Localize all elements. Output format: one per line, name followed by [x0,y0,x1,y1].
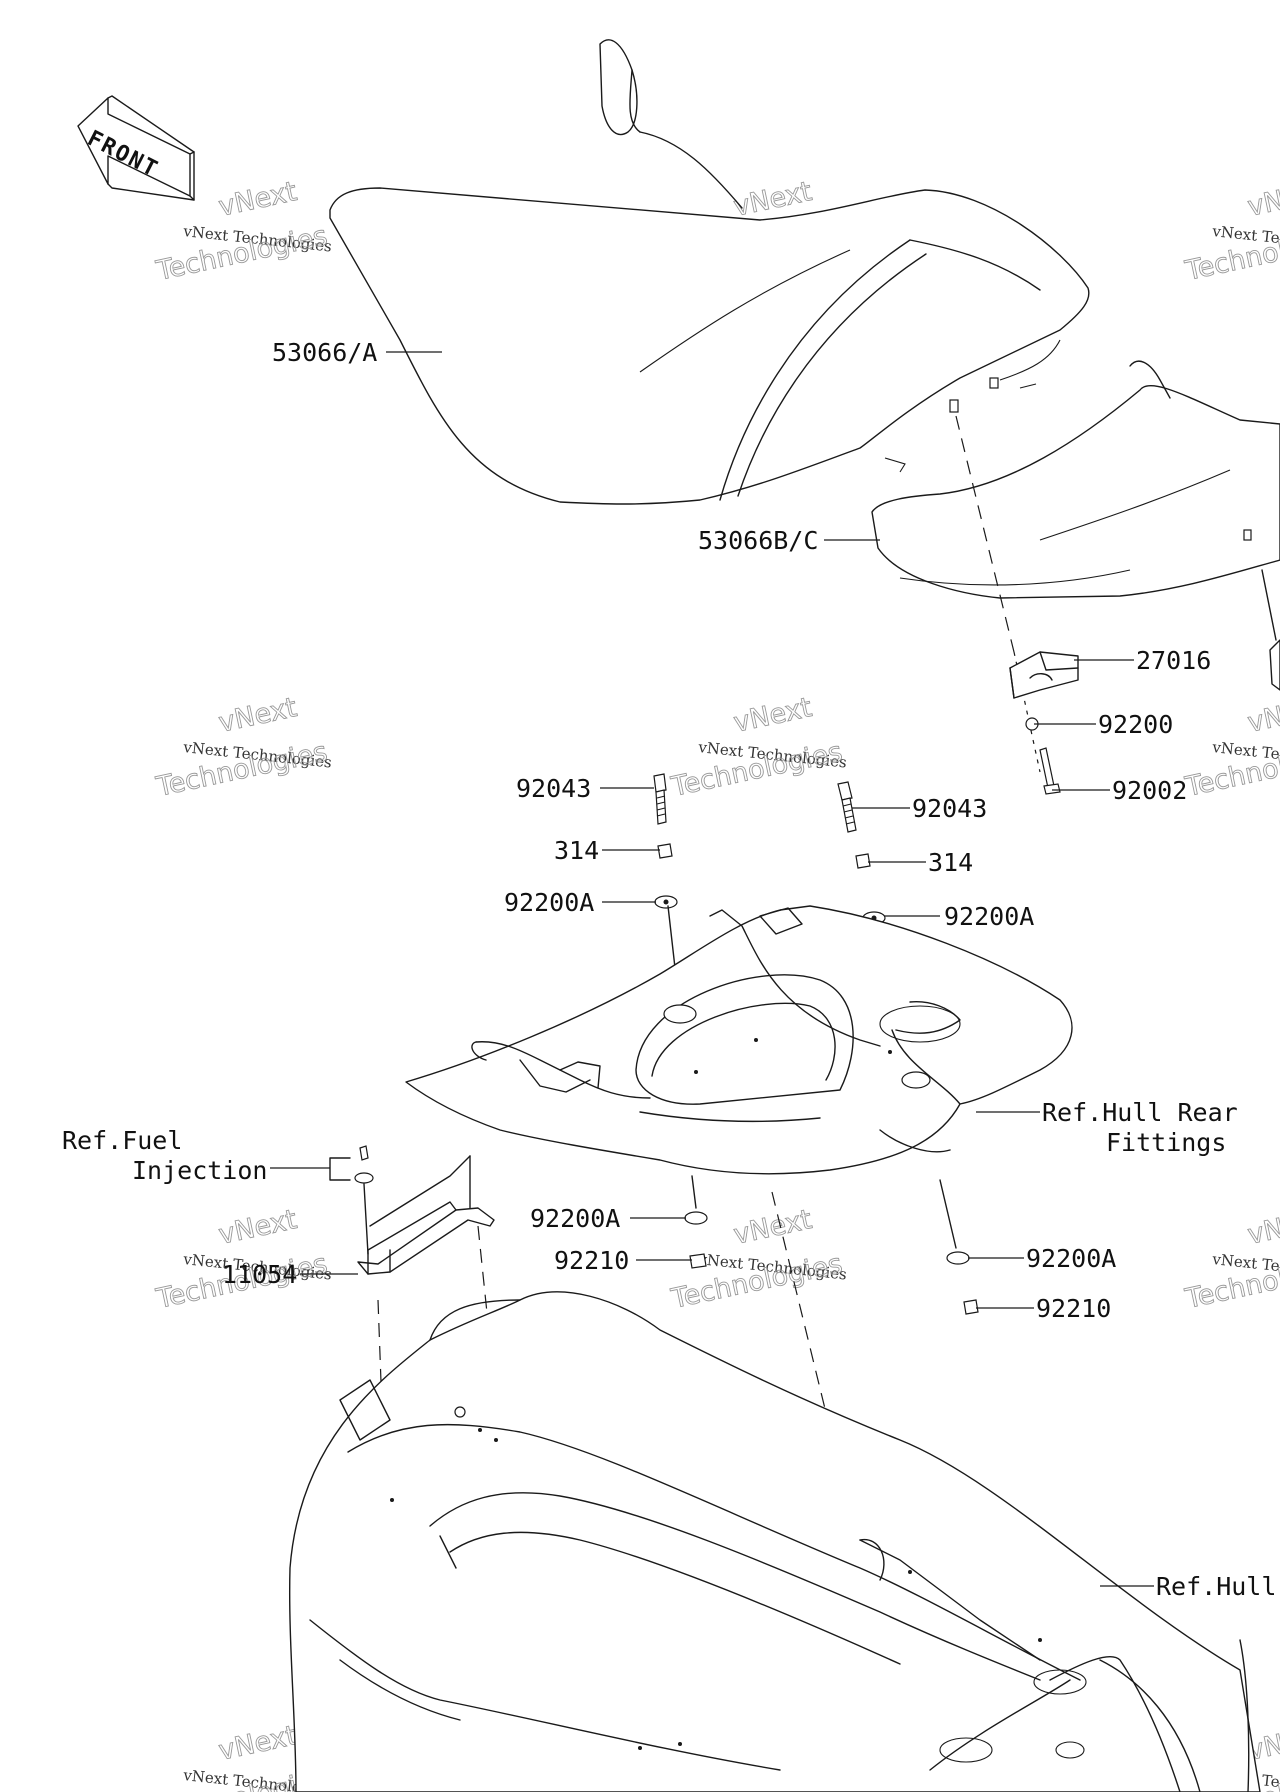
seat-pin-icon [1243,529,1252,541]
left-upper-hardware [653,773,678,909]
seat-pin-icon [989,377,999,389]
watermark-word: vNext [216,176,300,223]
nut-92210-icon [689,1253,707,1269]
part-labels: 53066/A 53066B/C 27016 92200 92002 92043… [62,338,1276,1601]
bracket-27016 [1009,651,1079,699]
label-11054: 11054 [222,1260,297,1289]
label-hull-rear-fittings-2: Fittings [1106,1128,1226,1157]
label-92210-left: 92210 [554,1246,629,1275]
washer-92200A-icon [946,1251,970,1265]
right-upper-hardware [837,781,886,925]
watermark-word: vNext [731,692,815,739]
label-92043-right: 92043 [912,794,987,823]
label-92200A-lower-left: 92200A [530,1204,620,1233]
label-92200A-lower-right: 92200A [1026,1244,1116,1273]
nut-92210-icon [963,1299,979,1315]
seat-pin-icon [949,399,959,413]
hull-rear-fittings [405,905,1073,1175]
front-arrow-icon: FRONT [77,95,195,201]
bolt-92002-icon [1039,747,1061,795]
label-314-left: 314 [554,836,599,865]
label-hull: Ref.Hull [1156,1572,1276,1601]
label-fuel-injection-2: Injection [132,1156,267,1185]
leader-lines [270,351,1154,1587]
front-seat-53066A [329,39,1090,505]
hull [288,1291,1261,1792]
label-53066A: 53066/A [272,338,377,367]
watermark-word: vNext [731,1204,815,1251]
label-314-right: 314 [928,848,973,877]
bracket-11054 [329,1145,495,1275]
label-92043-left: 92043 [516,774,591,803]
label-27016: 27016 [1136,646,1211,675]
label-92200A-right: 92200A [944,902,1034,931]
label-53066BC: 53066B/C [698,526,818,555]
washer-92200A-icon [684,1211,708,1225]
label-92002: 92002 [1112,776,1187,805]
rear-seat-53066BC [871,360,1280,691]
watermark-word: vNext [216,1204,300,1251]
label-92200: 92200 [1098,710,1173,739]
label-92200A-left: 92200A [504,888,594,917]
label-hull-rear-fittings-1: Ref.Hull Rear [1042,1098,1238,1127]
watermark-word: vNext [216,1720,300,1767]
watermark-word: vNext [1245,176,1280,223]
label-92210-right: 92210 [1036,1294,1111,1323]
label-fuel-injection-1: Ref.Fuel [62,1126,182,1155]
watermark-word: vNext [1245,1204,1280,1251]
watermark-word: vNext [1245,692,1280,739]
watermark-word: vNext [216,692,300,739]
